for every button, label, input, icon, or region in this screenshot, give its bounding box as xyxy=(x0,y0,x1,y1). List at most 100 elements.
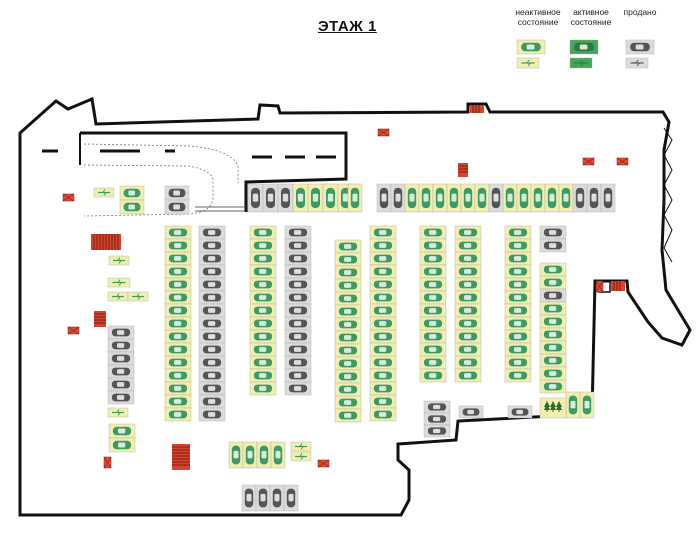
parking-spot[interactable] xyxy=(460,183,476,213)
parking-spot[interactable] xyxy=(277,183,294,213)
parking-spot[interactable] xyxy=(164,342,192,357)
parking-spot[interactable] xyxy=(504,342,532,357)
parking-spot[interactable] xyxy=(504,355,532,370)
parking-spot[interactable] xyxy=(164,394,192,409)
parking-spot[interactable] xyxy=(292,183,309,213)
parking-spot[interactable] xyxy=(504,225,532,240)
parking-spot[interactable] xyxy=(164,290,192,305)
parking-spot[interactable] xyxy=(107,364,135,379)
parking-spot[interactable] xyxy=(198,264,226,279)
parking-spot[interactable] xyxy=(249,290,277,305)
parking-spot[interactable] xyxy=(454,342,482,357)
parking-spot[interactable] xyxy=(504,251,532,266)
parking-spot[interactable] xyxy=(284,368,312,383)
parking-spot[interactable] xyxy=(164,251,192,266)
parking-spot[interactable] xyxy=(198,277,226,292)
parking-spot[interactable] xyxy=(419,303,447,318)
parking-spot[interactable] xyxy=(369,290,397,305)
parking-spot[interactable] xyxy=(256,441,272,469)
parking-spot[interactable] xyxy=(369,368,397,383)
parking-spot[interactable] xyxy=(454,264,482,279)
parking-spot[interactable] xyxy=(334,356,362,371)
parking-spot[interactable] xyxy=(446,183,462,213)
parking-spot[interactable] xyxy=(322,183,339,213)
parking-spot[interactable] xyxy=(107,377,135,392)
parking-spot[interactable] xyxy=(249,238,277,253)
parking-spot[interactable] xyxy=(107,390,135,405)
parking-spot[interactable] xyxy=(198,225,226,240)
parking-spot[interactable] xyxy=(255,484,271,512)
parking-spot[interactable] xyxy=(334,343,362,358)
parking-spot[interactable] xyxy=(423,424,451,438)
parking-spot[interactable] xyxy=(164,238,192,253)
parking-spot[interactable] xyxy=(249,381,277,396)
parking-spot[interactable] xyxy=(369,264,397,279)
parking-spot[interactable] xyxy=(454,316,482,331)
parking-spot[interactable] xyxy=(572,183,588,213)
parking-spot[interactable] xyxy=(249,264,277,279)
parking-spot[interactable] xyxy=(164,303,192,318)
parking-spot[interactable] xyxy=(198,394,226,409)
parking-spot[interactable] xyxy=(249,329,277,344)
parking-spot[interactable] xyxy=(334,330,362,345)
parking-spot[interactable] xyxy=(404,183,420,213)
parking-spot[interactable] xyxy=(454,329,482,344)
parking-spot[interactable] xyxy=(502,183,518,213)
parking-spot[interactable] xyxy=(369,225,397,240)
parking-spot[interactable] xyxy=(334,369,362,384)
parking-spot[interactable] xyxy=(419,238,447,253)
parking-spot[interactable] xyxy=(504,290,532,305)
parking-spot[interactable] xyxy=(423,412,451,426)
parking-spot[interactable] xyxy=(504,303,532,318)
parking-spot[interactable] xyxy=(600,183,616,213)
parking-spot[interactable] xyxy=(334,395,362,410)
parking-spot[interactable] xyxy=(454,225,482,240)
parking-spot[interactable] xyxy=(249,316,277,331)
parking-spot[interactable] xyxy=(108,437,136,453)
parking-spot[interactable] xyxy=(164,185,190,201)
parking-spot[interactable] xyxy=(539,314,567,329)
parking-spot[interactable] xyxy=(119,185,145,201)
parking-spot[interactable] xyxy=(284,290,312,305)
parking-spot[interactable] xyxy=(284,329,312,344)
parking-spot[interactable] xyxy=(419,264,447,279)
parking-spot[interactable] xyxy=(164,368,192,383)
parking-spot[interactable] xyxy=(369,329,397,344)
parking-spot[interactable] xyxy=(539,275,567,290)
parking-spot[interactable] xyxy=(423,400,451,414)
parking-spot[interactable] xyxy=(284,264,312,279)
parking-spot[interactable] xyxy=(539,238,567,253)
parking-spot[interactable] xyxy=(539,366,567,381)
parking-spot[interactable] xyxy=(334,408,362,423)
parking-spot[interactable] xyxy=(284,225,312,240)
parking-spot[interactable] xyxy=(334,291,362,306)
parking-spot[interactable] xyxy=(369,303,397,318)
parking-spot[interactable] xyxy=(419,368,447,383)
ev-charging-spot[interactable] xyxy=(93,187,115,198)
parking-spot[interactable] xyxy=(247,183,264,213)
parking-spot[interactable] xyxy=(284,277,312,292)
parking-spot[interactable] xyxy=(419,251,447,266)
parking-spot[interactable] xyxy=(454,303,482,318)
parking-spot[interactable] xyxy=(369,394,397,409)
parking-spot[interactable] xyxy=(369,251,397,266)
parking-spot[interactable] xyxy=(454,277,482,292)
parking-spot[interactable] xyxy=(586,183,602,213)
parking-spot[interactable] xyxy=(376,183,392,213)
parking-spot[interactable] xyxy=(107,351,135,366)
parking-spot[interactable] xyxy=(504,238,532,253)
parking-spot[interactable] xyxy=(419,225,447,240)
parking-spot[interactable] xyxy=(488,183,504,213)
parking-spot[interactable] xyxy=(249,225,277,240)
ev-charging-spot[interactable] xyxy=(516,57,540,69)
parking-spot[interactable] xyxy=(539,340,567,355)
parking-spot[interactable] xyxy=(539,327,567,342)
parking-spot[interactable] xyxy=(164,407,192,422)
parking-spot[interactable] xyxy=(249,303,277,318)
legend-inactive-swatch[interactable] xyxy=(516,39,546,55)
parking-spot[interactable] xyxy=(164,225,192,240)
parking-spot[interactable] xyxy=(539,353,567,368)
parking-spot[interactable] xyxy=(198,316,226,331)
parking-spot[interactable] xyxy=(334,382,362,397)
parking-spot[interactable] xyxy=(507,405,533,419)
